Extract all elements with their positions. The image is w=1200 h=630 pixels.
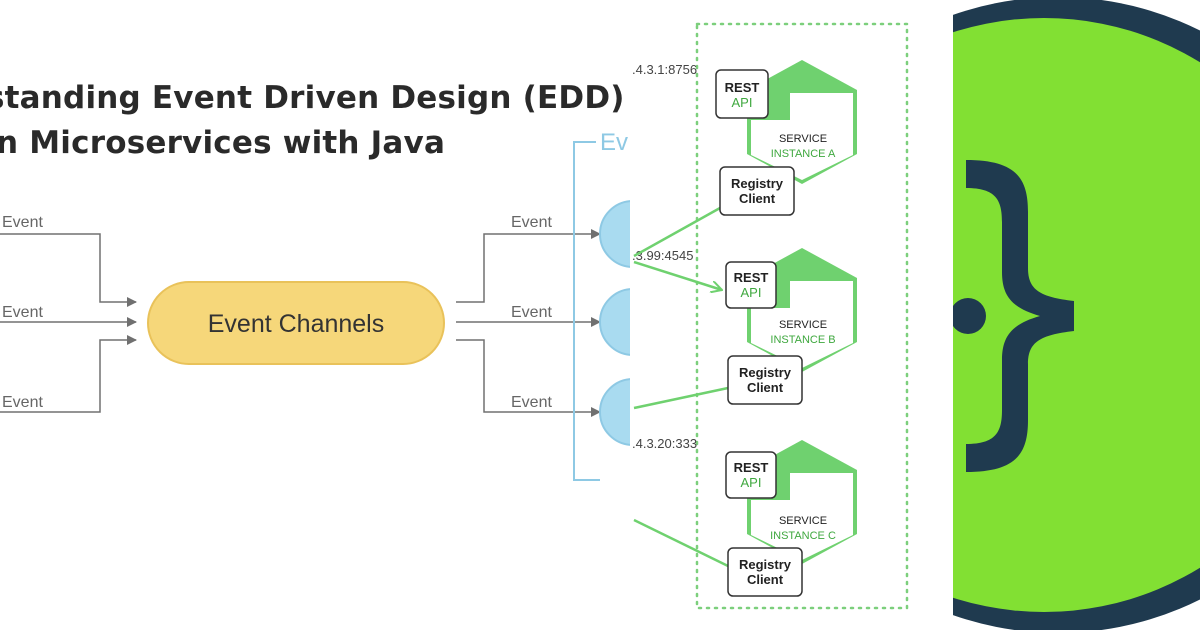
rest-api-box <box>725 261 777 309</box>
service-instance-b: REST API SERVICE INSTANCE B Registry Cli… <box>725 248 857 405</box>
output-connector-bottom <box>456 339 601 417</box>
output-event-label: Event <box>511 394 552 411</box>
edd-diagram-panel: standing Event Driven Design (EDD) n Mic… <box>0 80 630 481</box>
instance-ip-label: .3.99:4545 <box>632 248 693 263</box>
registry-client-label-1: Registry <box>739 557 792 572</box>
logo-green-disc <box>953 18 1200 612</box>
logo-brace-glyph <box>966 160 1074 472</box>
logo-dot <box>953 298 986 334</box>
instance-ip-label: .4.3.20:333 <box>632 436 697 451</box>
instance-label: INSTANCE C <box>770 530 836 542</box>
consumers-heading: Ev <box>600 129 628 156</box>
service-hexagon-inner <box>751 473 853 560</box>
instance-label: INSTANCE A <box>771 148 836 160</box>
service-label: SERVICE <box>779 515 827 527</box>
input-event-label: Event <box>2 394 43 411</box>
logo-panel <box>953 0 1200 630</box>
service-registry-panel: .4.3.1:8756 .3.99:4545 .4.3.20:333 REST … <box>630 0 953 630</box>
registry-client-label-2: Client <box>747 380 784 395</box>
registry-client-label-1: Registry <box>731 176 784 191</box>
registry-client-label-2: Client <box>739 191 776 206</box>
api-label: API <box>732 95 753 110</box>
rest-api-box <box>725 451 777 499</box>
connection-arrow <box>633 260 722 290</box>
service-instance-c: REST API SERVICE INSTANCE C Registry Cli… <box>725 440 857 597</box>
consumer-node <box>599 200 630 268</box>
api-label: API <box>741 475 762 490</box>
output-event-label: Event <box>511 304 552 321</box>
event-channels-pill <box>147 281 445 365</box>
service-label: SERVICE <box>779 133 827 145</box>
connection-line <box>633 518 729 568</box>
input-event-label: Event <box>2 214 43 231</box>
output-event-label: Event <box>511 214 552 231</box>
input-event-label: Event <box>2 304 43 321</box>
service-hexagon-inner <box>751 93 853 180</box>
rest-api-box <box>715 69 769 119</box>
registry-client-label-1: Registry <box>739 365 792 380</box>
service-label: SERVICE <box>779 319 827 331</box>
edd-flow-svg: Event Event Event Event Channels Event E… <box>0 129 630 481</box>
service-registry-svg: .4.3.1:8756 .3.99:4545 .4.3.20:333 REST … <box>632 22 909 610</box>
input-connector-bottom <box>0 335 137 413</box>
api-label: API <box>741 285 762 300</box>
consumer-node <box>599 288 630 356</box>
registry-client-box <box>727 547 803 597</box>
logo-svg <box>953 0 1200 630</box>
input-connector-top <box>0 233 137 307</box>
edd-title-line-1: standing Event Driven Design (EDD) <box>0 80 625 116</box>
service-instance-a: REST API SERVICE INSTANCE A Registry Cli… <box>715 60 857 216</box>
output-connector-top <box>456 229 601 303</box>
instance-ip-label: .4.3.1:8756 <box>632 62 697 77</box>
consumers-bracket <box>573 141 600 481</box>
rest-label: REST <box>734 460 769 475</box>
connection-line <box>633 206 721 258</box>
registry-client-box <box>727 355 803 405</box>
rest-label: REST <box>725 80 760 95</box>
connection-line <box>633 386 729 410</box>
service-hexagon-inner <box>751 281 853 368</box>
registry-dotted-boundary <box>695 22 909 610</box>
edd-title-line-2: n Microservices with Java <box>0 125 446 161</box>
event-channels-label: Event Channels <box>208 310 385 338</box>
rest-label: REST <box>734 270 769 285</box>
instance-label: INSTANCE B <box>770 334 835 346</box>
curly-braces-icon <box>953 160 1074 472</box>
consumer-node <box>599 378 630 446</box>
registry-client-box <box>719 166 795 216</box>
registry-client-label-2: Client <box>747 572 784 587</box>
